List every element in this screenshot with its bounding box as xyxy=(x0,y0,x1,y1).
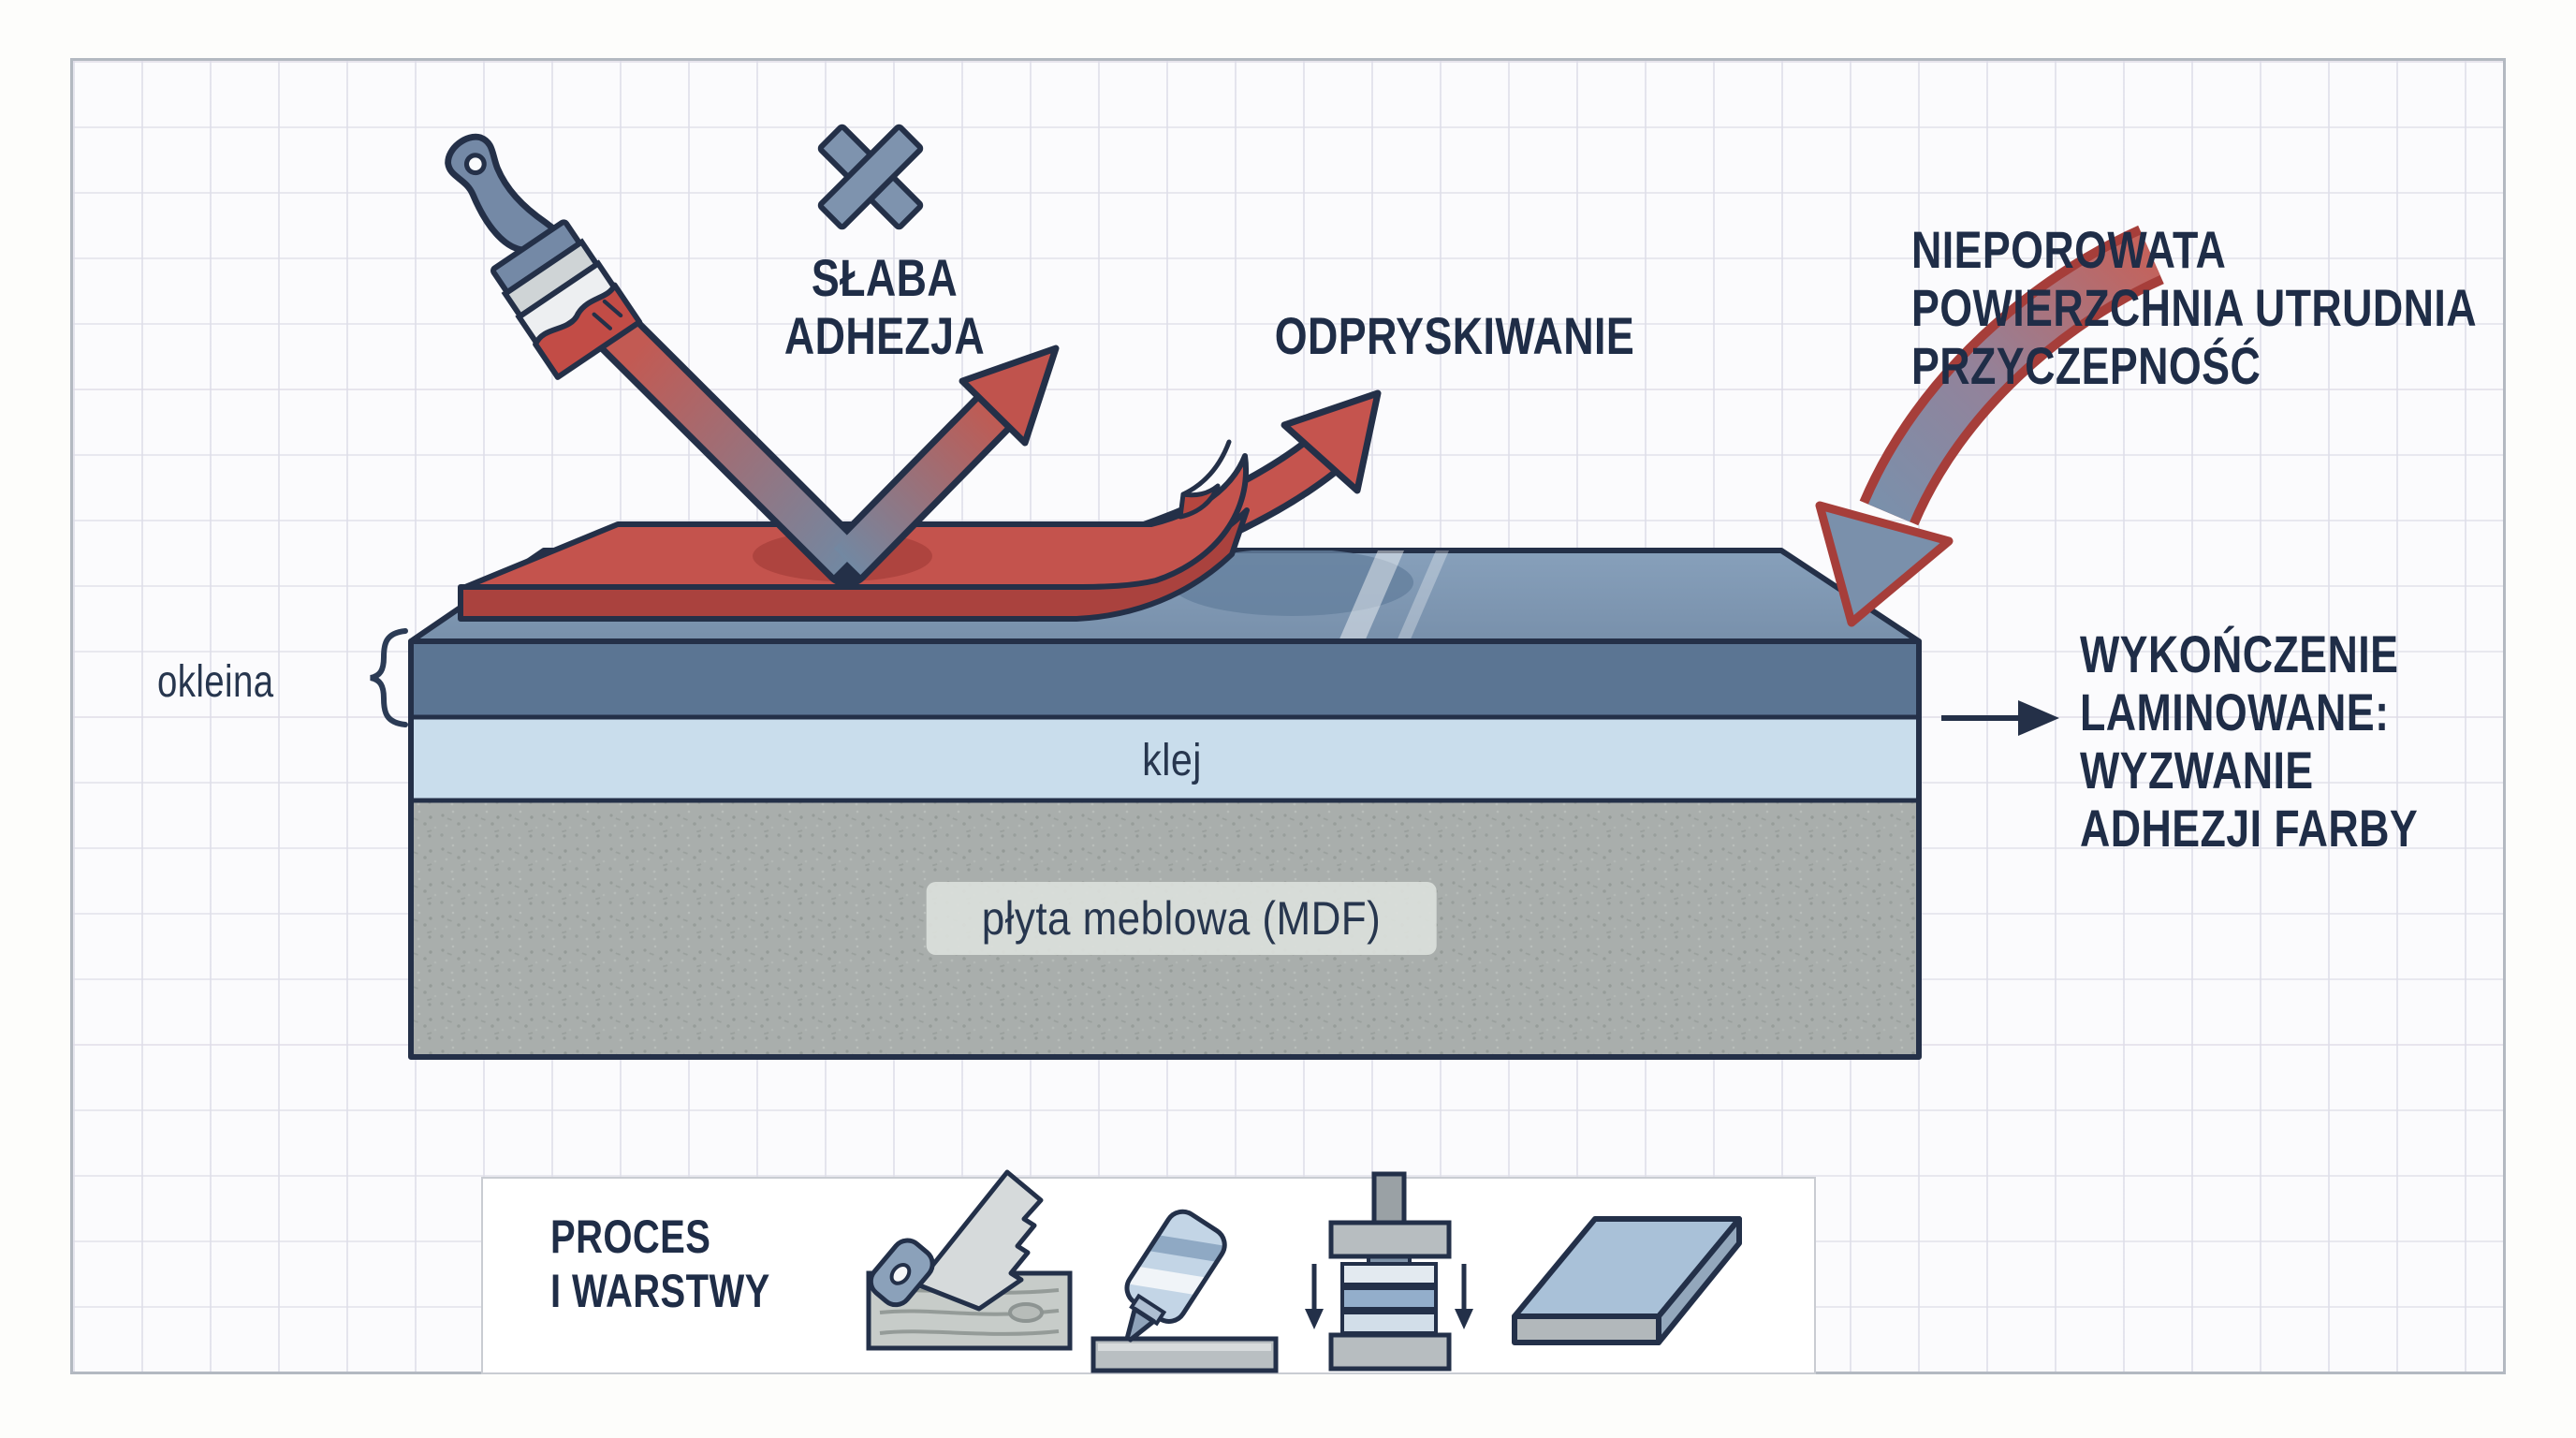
surface-impact-arrow xyxy=(1815,225,2165,627)
laminated-note: WYKOŃCZENIE LAMINOWANE: WYZWANIE ADHEZJI… xyxy=(2080,624,2419,858)
glue-layer xyxy=(411,717,1919,800)
pointer-arrow xyxy=(1941,700,2059,736)
press-icon xyxy=(1305,1171,1473,1372)
laminated-panel-icon xyxy=(1512,1216,1742,1345)
surface-highlight-streak xyxy=(1339,550,1404,641)
chipping-label: ODPRYSKIWANIE xyxy=(1274,306,1635,365)
mdf-board xyxy=(408,548,1922,1060)
bounce-arrow xyxy=(596,312,1060,587)
paintbrush-icon xyxy=(445,133,643,380)
board-outline xyxy=(408,638,1922,1060)
surface-highlight-streak xyxy=(1397,550,1449,641)
mdf-label: płyta meblowa (MDF) xyxy=(981,892,1382,945)
brush-hang-hole xyxy=(463,153,487,176)
glue-bottle-icon xyxy=(1090,1205,1279,1373)
glue-label: klej xyxy=(1142,736,1202,785)
press-arrows xyxy=(1305,1264,1473,1329)
nonporous-note: NIEPOROWATA POWIERZCHNIA UTRUDNIA PRZYCZ… xyxy=(1911,220,2478,395)
veneer-label: okleina xyxy=(157,657,274,707)
x-mark-icon xyxy=(817,124,924,230)
saw-blade xyxy=(915,1169,1044,1312)
saw-cutting-icon xyxy=(866,1169,1073,1351)
paint-curl xyxy=(1178,483,1221,520)
surface-shadow xyxy=(1170,550,1413,616)
legend-title: PROCES I WARSTWY xyxy=(550,1211,770,1317)
mdf-label-box: płyta meblowa (MDF) xyxy=(926,882,1437,955)
weak-adhesion-label: SŁABA ADHEZJA xyxy=(783,248,986,365)
okleina-brace xyxy=(370,628,408,727)
veneer-layer xyxy=(411,641,1919,717)
